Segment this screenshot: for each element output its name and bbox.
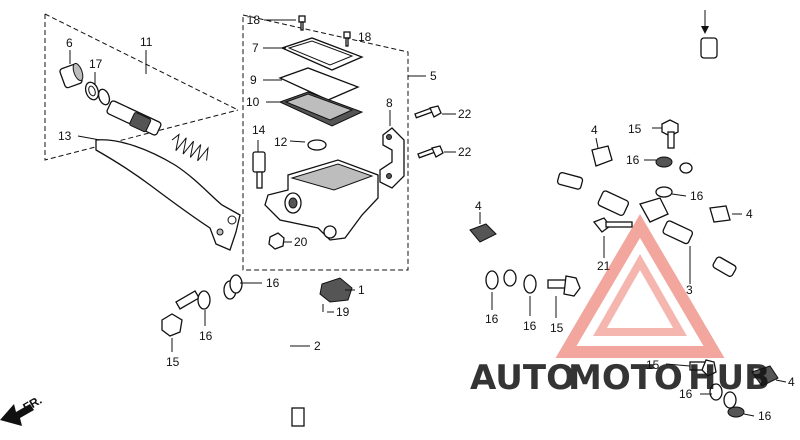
bolt-part (414, 105, 442, 119)
hose-clamp-part (469, 223, 497, 243)
sealing-washer-part (709, 383, 723, 401)
screw-part (343, 31, 351, 47)
callout-3: 3 (686, 283, 693, 297)
sealing-washer-part (655, 186, 673, 198)
callout-15b: 15 (628, 122, 642, 136)
left-brake-hose-part (503, 165, 602, 287)
watermark-text-hub: HUB (688, 358, 770, 398)
callout-14: 14 (252, 123, 266, 137)
callout-4d: 4 (788, 375, 795, 389)
callout-17: 17 (89, 57, 103, 71)
callout-12: 12 (274, 135, 288, 149)
callout-7: 7 (252, 41, 259, 55)
upper-brake-hose-part (679, 37, 718, 174)
watermark-logo: AUTO MOTO HUB (470, 214, 770, 398)
diaphragm-plate-part (278, 67, 360, 101)
callout-4c: 4 (475, 199, 482, 213)
callout-16g: 16 (679, 387, 693, 401)
nut-part (268, 232, 285, 250)
callout-10: 10 (246, 95, 260, 109)
watermark-text-auto: AUTO (470, 358, 575, 398)
screw-part (298, 15, 306, 31)
brake-lever-part (95, 139, 241, 251)
seal-part (84, 81, 100, 101)
sealing-washer-part (485, 270, 499, 290)
boot-part (59, 62, 84, 89)
spring-part (171, 133, 209, 162)
joint-bolt-part (592, 217, 633, 233)
callout-16e: 16 (485, 312, 499, 326)
callout-15a: 15 (166, 355, 180, 369)
brake-hose-part (223, 280, 305, 427)
pivot-bolt-part (252, 151, 266, 189)
hose-clamp-part (709, 205, 731, 223)
front-direction-arrow: FR. (0, 393, 44, 426)
callout-15d: 15 (646, 358, 660, 372)
callout-16f: 16 (523, 319, 537, 333)
diaphragm-part (278, 91, 364, 127)
callout-5: 5 (430, 69, 437, 83)
grommet-part (307, 139, 327, 151)
callout-8: 8 (386, 96, 393, 110)
callout-1: 1 (358, 283, 365, 297)
hose-clamp-part (751, 365, 779, 387)
callout-11: 11 (140, 35, 153, 49)
banjo-bolt-part (161, 290, 200, 337)
callout-16a: 16 (266, 276, 280, 290)
callout-19: 19 (336, 305, 350, 319)
callout-16c: 16 (626, 153, 640, 167)
callout-9: 9 (250, 73, 257, 87)
callout-18b: 18 (358, 30, 372, 44)
callout-2: 2 (314, 339, 321, 353)
sealing-washer-part (197, 290, 211, 310)
watermark-text-moto: MOTO (568, 358, 683, 398)
sealing-washer-part (229, 274, 243, 294)
master-cylinder-body-part (264, 159, 379, 241)
holder-part (379, 127, 405, 189)
bolt-part (417, 145, 444, 159)
callout-15c: 15 (550, 321, 564, 335)
banjo-bolt-part (547, 275, 581, 297)
callout-16d: 16 (690, 189, 704, 203)
callout-16h: 16 (758, 409, 772, 423)
sealing-washer-part (727, 406, 745, 418)
reservoir-group-frame (242, 14, 409, 271)
reservoir-cover-part (280, 37, 364, 71)
sealing-washer-part (523, 274, 537, 294)
callout-4a: 4 (591, 123, 598, 137)
watermark-triangle-icon (555, 214, 725, 358)
three-way-joint-part (597, 190, 694, 245)
callout-13: 13 (58, 129, 72, 143)
brake-switch-part (319, 277, 353, 312)
sealing-washer-part (655, 156, 673, 168)
callout-21: 21 (597, 259, 611, 273)
washer-part (97, 88, 111, 106)
piston-kit-frame (44, 13, 239, 111)
callout-16b: 16 (199, 329, 213, 343)
right-brake-hose-part (699, 237, 752, 409)
hose-clamp-part (591, 145, 613, 167)
callout-4b: 4 (746, 207, 753, 221)
callout-20: 20 (294, 235, 308, 249)
callout-22b: 22 (458, 145, 472, 159)
callout-6: 6 (66, 36, 73, 50)
callout-22a: 22 (458, 107, 472, 121)
banjo-bolt-part (661, 119, 679, 149)
piston-part (106, 100, 162, 136)
callout-18a: 18 (247, 13, 261, 27)
